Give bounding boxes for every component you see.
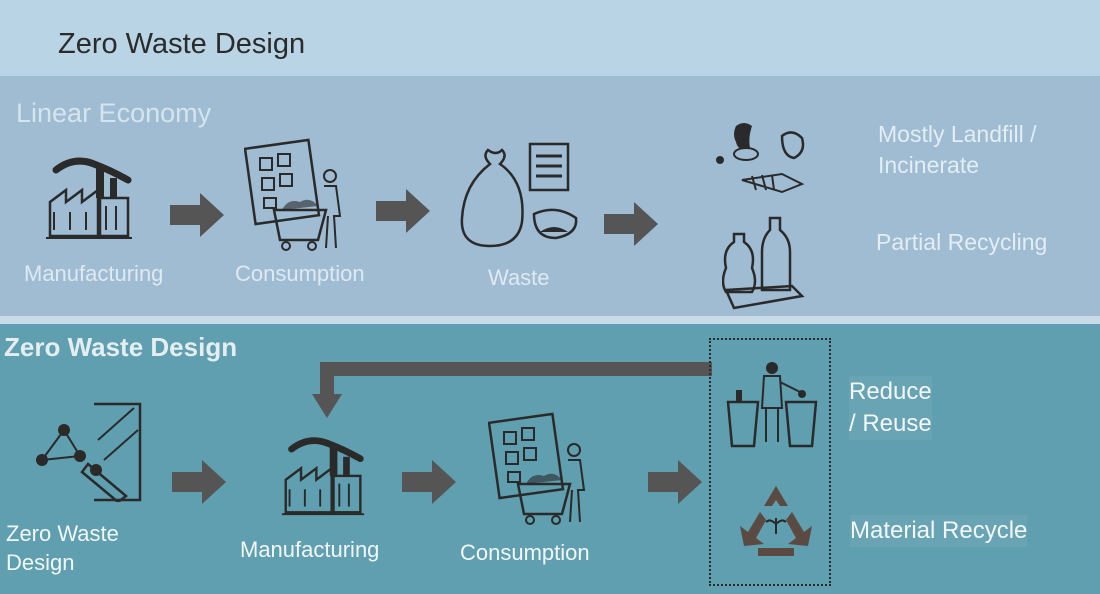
flow-arrow: [604, 202, 658, 251]
design-tools-icon: [34, 400, 144, 502]
zero-waste-heading: Zero Waste Design: [4, 332, 238, 362]
outcome-material-recycle: Material Recycle: [850, 515, 1028, 547]
outcome-landfill: Mostly Landfill / Incinerate: [878, 119, 1037, 181]
flow-arrow: [376, 189, 430, 238]
recycle-icon: [730, 482, 822, 560]
panel-divider: [0, 316, 1100, 324]
outcome-line: / Reuse: [849, 410, 932, 437]
shopping-cart-icon: [488, 410, 592, 528]
factory-icon: [44, 150, 136, 242]
step-label-consumption: Consumption: [460, 540, 590, 565]
food-waste-icon: [712, 118, 812, 198]
step-label-line: Zero Waste: [6, 521, 119, 546]
flow-arrow: [170, 193, 224, 242]
feedback-arrow: [312, 362, 712, 425]
outcome-partial-recycling: Partial Recycling: [876, 229, 1048, 255]
plastic-bottles-icon: [722, 212, 812, 312]
outcome-reduce-reuse: Reduce / Reuse: [849, 376, 932, 440]
recycling-bins-icon: [724, 362, 820, 448]
step-label-line: Design: [6, 550, 75, 575]
outcome-line: Reduce: [849, 378, 932, 405]
outcome-line: Incinerate: [878, 152, 980, 178]
step-label-consumption: Consumption: [235, 261, 365, 286]
step-label-manufacturing: Manufacturing: [24, 261, 164, 286]
trash-bag-icon: [460, 142, 584, 252]
outcome-line: Mostly Landfill /: [878, 121, 1037, 147]
step-label-zero-waste-design: Zero Waste Design: [6, 519, 119, 577]
flow-arrow: [402, 460, 456, 509]
step-label-waste: Waste: [488, 265, 550, 290]
linear-economy-heading: Linear Economy: [16, 98, 212, 128]
flow-arrow: [172, 460, 226, 509]
step-label-manufacturing: Manufacturing: [240, 537, 380, 562]
factory-icon: [280, 428, 368, 520]
page-title: Zero Waste Design: [58, 28, 306, 60]
flow-arrow: [648, 460, 702, 509]
linear-economy-panel: [0, 76, 1100, 316]
reduce-recycle-box: [709, 338, 831, 586]
shopping-cart-icon: [244, 136, 348, 254]
